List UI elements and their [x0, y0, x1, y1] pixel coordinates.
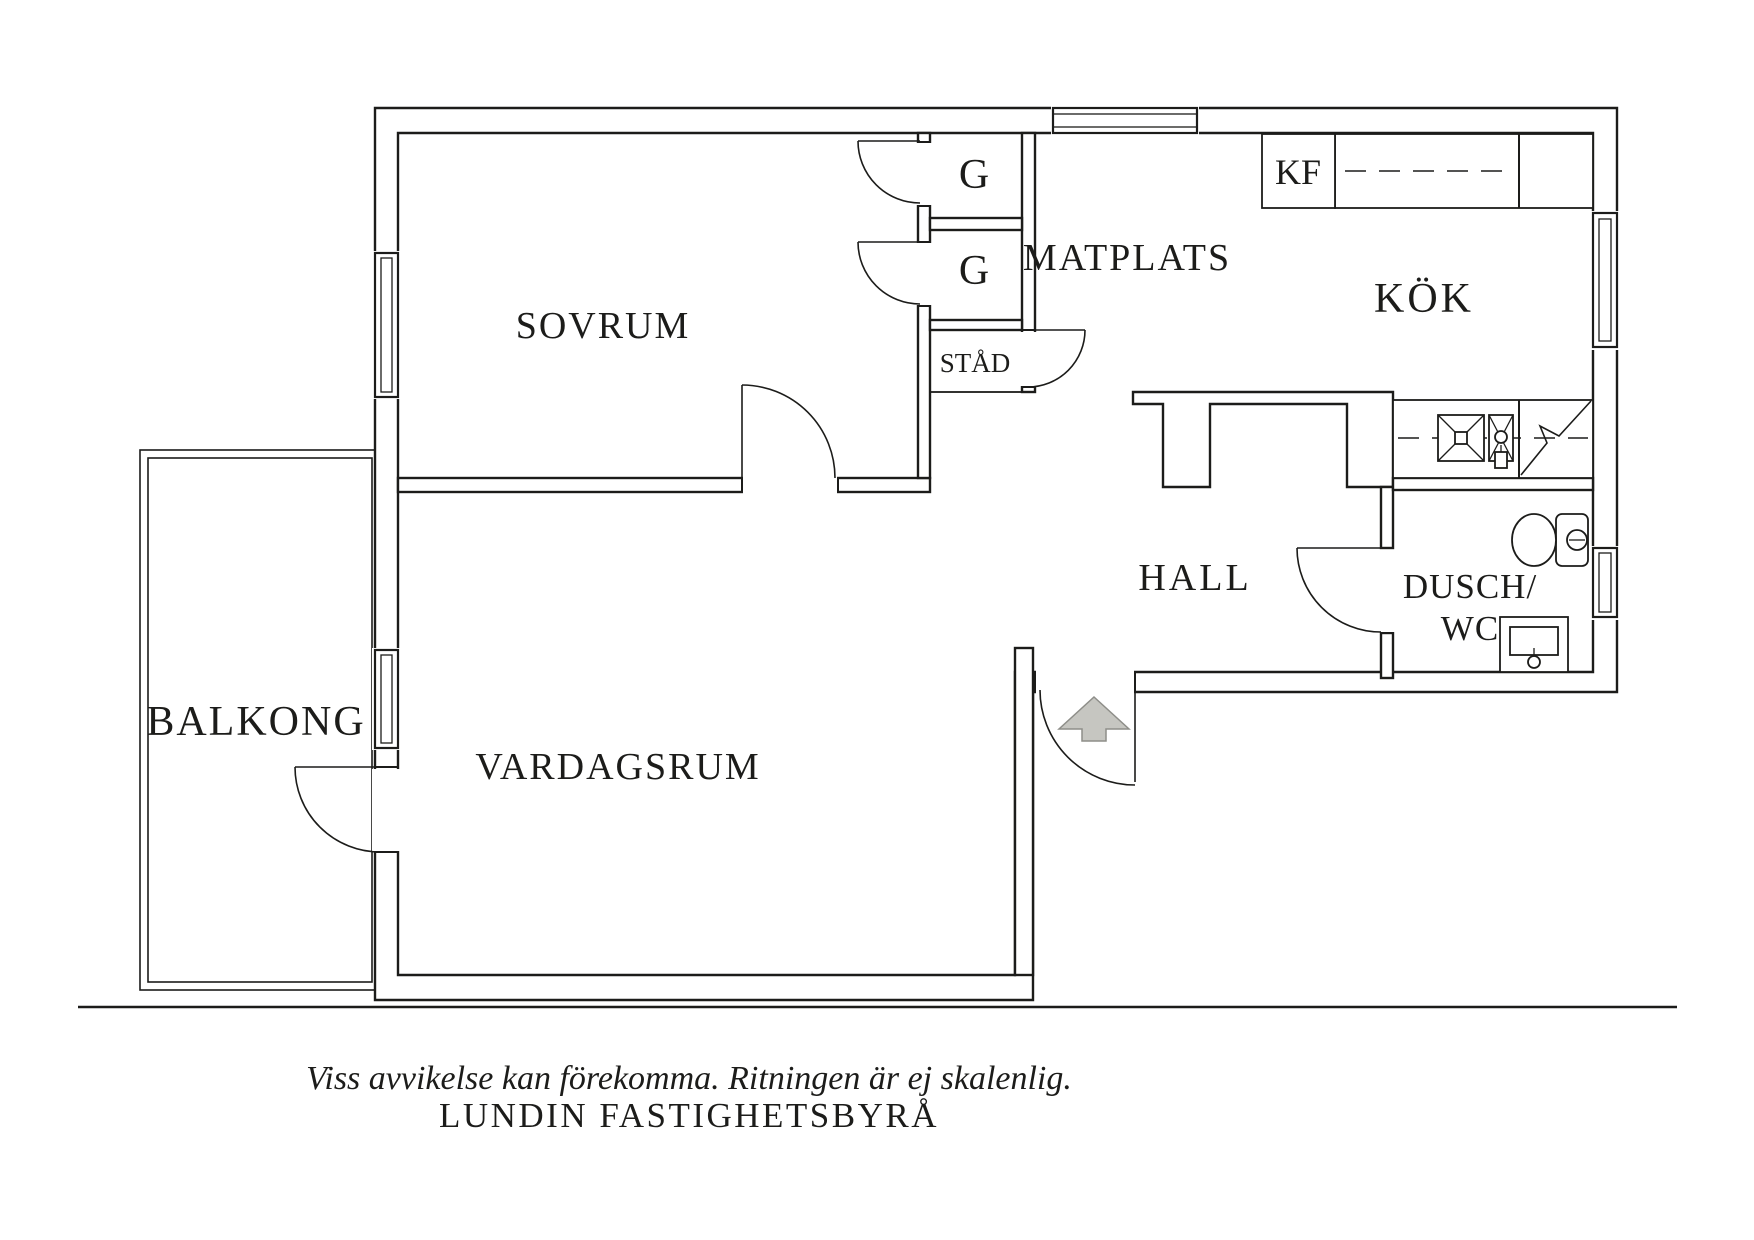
window-vardagsrum-left — [372, 648, 401, 750]
window-matplats-top — [1051, 105, 1199, 136]
window-dusch-right — [1590, 546, 1620, 620]
opening-balcony-door — [372, 766, 401, 853]
stove-symbol — [1520, 400, 1592, 476]
opening-entry-door — [1034, 669, 1136, 695]
door-g2 — [857, 241, 921, 305]
balcony-inner-wall — [147, 457, 373, 983]
door-dusch — [1296, 547, 1382, 633]
door-sovrum — [741, 384, 836, 479]
door-stad — [1027, 329, 1086, 388]
window-sovrum-left — [372, 251, 401, 399]
sink-small-faucet — [1488, 414, 1514, 469]
opening-dusch-door — [1378, 547, 1396, 634]
wall-dusch-top — [1391, 476, 1595, 492]
room-label-vardagsrum: VARDAGSRUM — [475, 746, 760, 788]
opening-sovrum-door — [741, 476, 839, 494]
room-label-dusch: DUSCH/ — [1403, 567, 1537, 606]
wall-closet-divider-2 — [928, 318, 1024, 332]
room-label-hall: HALL — [1138, 557, 1251, 599]
door-entry — [1039, 689, 1136, 786]
room-label-kok: KÖK — [1374, 276, 1474, 322]
room-label-wc: WC — [1441, 609, 1499, 648]
footer-disclaimer: Viss avvikelse kan förekomma. Ritningen … — [306, 1060, 1072, 1097]
kitchen-upper-counter — [1334, 133, 1594, 209]
entry-arrow-icon — [1057, 695, 1131, 742]
wall-sovrum-vardagsrum — [396, 476, 932, 494]
fixture-label-g1: G — [959, 152, 989, 198]
fixture-label-kf: KF — [1275, 152, 1321, 192]
opening-g1-door — [915, 141, 933, 207]
fixture-label-stad: STÅD — [940, 348, 1011, 378]
kitchen-lower-counter — [1392, 399, 1594, 479]
toilet — [1511, 513, 1589, 567]
door-g1 — [857, 140, 921, 204]
room-label-balkong: BALKONG — [146, 699, 365, 745]
wall-vardagsrum-hall — [1013, 646, 1035, 977]
fridge-freezer-box — [1261, 133, 1336, 209]
wall-dusch-left-upper — [1379, 485, 1395, 550]
opening-stad-door — [1019, 329, 1038, 388]
sink-large — [1437, 414, 1485, 462]
footer-company: LUNDIN FASTIGHETSBYRÅ — [439, 1096, 939, 1135]
room-label-sovrum: SOVRUM — [516, 305, 691, 347]
door-balcony — [294, 766, 381, 853]
room-label-matplats: MATPLATS — [1023, 237, 1231, 279]
fixture-label-g2: G — [959, 248, 989, 294]
wall-closet-divider-1 — [928, 216, 1024, 232]
building-inner-outline — [396, 131, 1595, 977]
window-kok-right — [1590, 211, 1620, 350]
washbasin — [1499, 616, 1569, 673]
opening-g2-door — [915, 241, 933, 307]
balcony-outline — [139, 449, 381, 991]
wall-dusch-left-lower — [1379, 631, 1395, 680]
